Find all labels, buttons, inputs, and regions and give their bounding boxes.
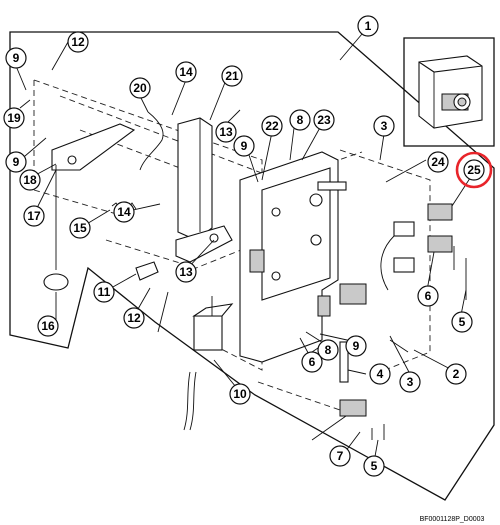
callout-bubble-2	[445, 363, 467, 385]
part-10-solenoid	[183, 296, 234, 431]
part-21-lever	[177, 117, 213, 241]
callout-label-15: 15	[73, 221, 87, 235]
callout-label-16: 16	[41, 319, 55, 333]
callout-label-11: 11	[98, 285, 111, 299]
callout-label-3: 3	[381, 119, 388, 133]
callout-label-5: 5	[459, 315, 466, 329]
callout-label-19: 19	[7, 111, 21, 125]
callout-bubble-7	[329, 445, 351, 467]
callout-bubble-20	[129, 77, 151, 99]
callout-label-22: 22	[265, 119, 279, 133]
callout-bubble-13	[215, 121, 237, 143]
callout-bubble-16	[37, 315, 59, 337]
callout-bubble-5	[451, 311, 473, 333]
callout-bubble-13	[175, 261, 197, 283]
callout-bubble-23	[313, 109, 335, 131]
callout-label-6: 6	[425, 289, 432, 303]
callout-label-2: 2	[453, 367, 460, 381]
callout-bubble-18	[19, 169, 41, 191]
callout-bubble-3	[373, 115, 395, 137]
callout-bubble-12	[123, 307, 145, 329]
callout-bubble-24	[427, 151, 449, 173]
callout-label-4: 4	[377, 367, 384, 381]
callout-bubble-25	[463, 159, 485, 181]
callout-label-18: 18	[23, 173, 37, 187]
callout-bubble-9	[5, 47, 27, 69]
callout-bubble-1	[357, 15, 379, 37]
callout-label-1: 1	[365, 19, 372, 33]
callout-label-6: 6	[309, 355, 316, 369]
callout-bubble-10	[229, 383, 251, 405]
callout-label-13: 13	[219, 125, 233, 139]
callout-label-25: 25	[467, 163, 481, 177]
callout-label-17: 17	[27, 209, 41, 223]
center-frame	[239, 151, 339, 363]
callout-label-9: 9	[13, 155, 20, 169]
switch-assemblies	[339, 203, 453, 305]
callout-label-12: 12	[71, 35, 85, 49]
callout-bubble-9	[345, 335, 367, 357]
callout-label-9: 9	[353, 339, 360, 353]
callout-bubble-6	[301, 351, 323, 373]
callout-label-9: 9	[13, 51, 20, 65]
callout-label-12: 12	[127, 311, 141, 325]
callout-label-14: 14	[179, 65, 193, 79]
callout-bubble-22	[261, 115, 283, 137]
callout-bubble-4	[369, 363, 391, 385]
figure-caption: BF0001128P_D0003	[420, 516, 485, 523]
callout-label-5: 5	[371, 459, 378, 473]
callout-label-24: 24	[431, 155, 445, 169]
part-11-clip	[135, 261, 159, 281]
highlight-ring-25	[455, 151, 493, 189]
callout-bubbles: 1233455667889999101112121313141415161718…	[3, 15, 485, 477]
callout-bubble-5	[363, 455, 385, 477]
callout-bubble-9	[5, 151, 27, 173]
part-17-arm	[51, 123, 136, 171]
callout-bubble-14	[175, 61, 197, 83]
callout-label-23: 23	[317, 113, 331, 127]
callout-bubble-14	[113, 201, 135, 223]
part-20-wire	[139, 111, 164, 171]
callout-label-21: 21	[225, 69, 239, 83]
callout-bubble-12	[67, 31, 89, 53]
callout-label-8: 8	[297, 113, 304, 127]
callout-bubble-3	[399, 371, 421, 393]
callout-label-10: 10	[233, 387, 247, 401]
callout-bubble-6	[417, 285, 439, 307]
callout-bubble-17	[23, 205, 45, 227]
part-13-bracket	[175, 225, 233, 263]
callout-bubble-8	[289, 109, 311, 131]
callout-bubble-8	[317, 339, 339, 361]
callout-label-7: 7	[337, 449, 344, 463]
callout-bubble-21	[221, 65, 243, 87]
callout-label-3: 3	[407, 375, 414, 389]
callout-label-13: 13	[179, 265, 193, 279]
callout-bubble-15	[69, 217, 91, 239]
callout-label-9: 9	[241, 139, 248, 153]
callout-label-8: 8	[325, 343, 332, 357]
part-7-switch	[339, 399, 367, 417]
callout-bubble-9	[233, 135, 255, 157]
callout-bubble-19	[3, 107, 25, 129]
part-16-weight	[43, 273, 69, 291]
callout-label-20: 20	[133, 81, 147, 95]
callout-label-14: 14	[117, 205, 131, 219]
callout-bubble-11	[93, 281, 115, 303]
inset-view	[403, 37, 495, 147]
part-4-rod	[339, 341, 349, 383]
